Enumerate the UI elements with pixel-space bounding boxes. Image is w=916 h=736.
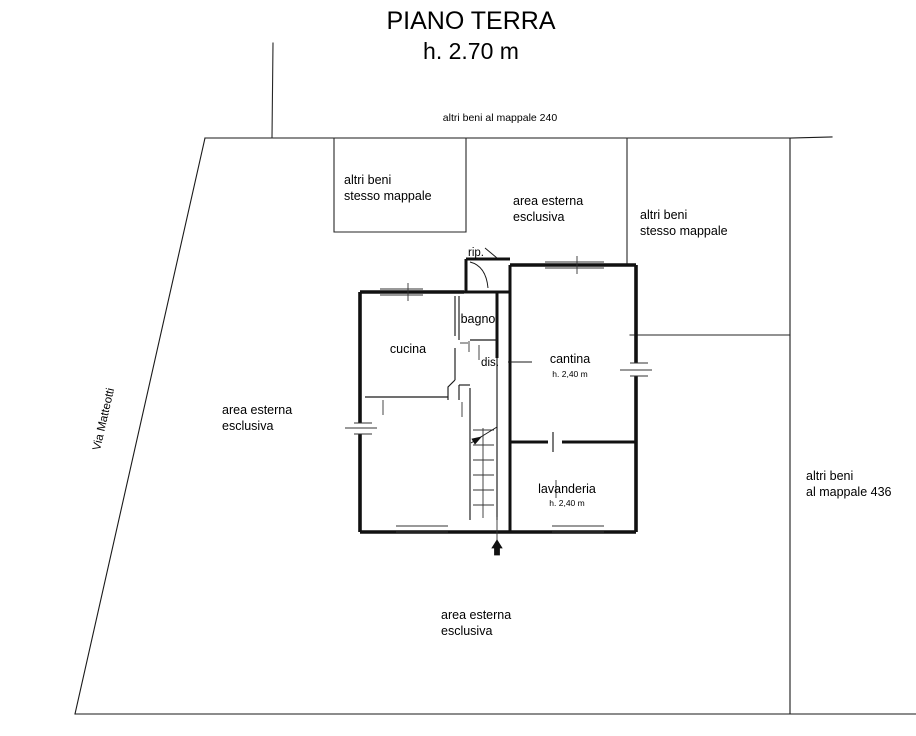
note-altri-beni-mappale-240: altri beni al mappale 240 (443, 112, 558, 124)
window-cantina-north (545, 261, 604, 269)
parcel-label-436-line1: altri beni (806, 469, 853, 483)
room-height-cantina: h. 2,40 m (552, 369, 587, 379)
window-west (354, 422, 372, 435)
boundary-north-stub (789, 136, 833, 139)
window-cucina-north (380, 288, 423, 296)
room-label-dis: dis. (481, 357, 499, 369)
staircase (470, 426, 498, 518)
wall-cucina-east-jog (447, 379, 456, 400)
page-subtitle: h. 2.70 m (423, 38, 519, 64)
entrance-arrow (491, 539, 503, 556)
parcel-label-right-line1: altri beni (640, 208, 687, 222)
parcel-label-436-line2: al mappale 436 (806, 485, 892, 499)
stair-direction-arrow (471, 436, 483, 445)
page-title: PIANO TERRA (386, 7, 555, 35)
window-south-left (396, 525, 448, 533)
area-esterna-nord-line2: esclusiva (513, 210, 564, 224)
rip-door-swing (469, 261, 489, 289)
boundary-west (74, 137, 206, 715)
area-esterna-nord-line1: area esterna (513, 194, 583, 208)
street-label-via-matteotti: Via Matteotti (91, 387, 117, 452)
area-esterna-ovest-line1: area esterna (222, 403, 292, 417)
room-label-cucina: cucina (390, 342, 426, 356)
leader-rip (484, 247, 498, 259)
area-esterna-sud-line1: area esterna (441, 608, 511, 622)
room-label-bagno: bagno (461, 312, 496, 326)
room-height-lavanderia: h. 2,40 m (549, 498, 584, 508)
area-esterna-ovest-line2: esclusiva (222, 419, 273, 433)
parcel-label-top-line2: stesso mappale (344, 189, 432, 203)
parcel-label-right-line2: stesso mappale (640, 224, 728, 238)
parcel-label-top-line1: altri beni (344, 173, 391, 187)
window-south-right (552, 525, 604, 533)
parcel-altri-beni-top (333, 137, 467, 233)
room-label-rip: rip. (468, 247, 484, 259)
window-east (630, 362, 648, 377)
room-label-cantina: cantina (550, 352, 590, 366)
parcel-divider-north-spur (271, 42, 274, 139)
room-label-lavanderia: lavanderia (538, 482, 596, 496)
area-esterna-sud-line2: esclusiva (441, 624, 492, 638)
arrow-up-glyph (491, 539, 503, 556)
